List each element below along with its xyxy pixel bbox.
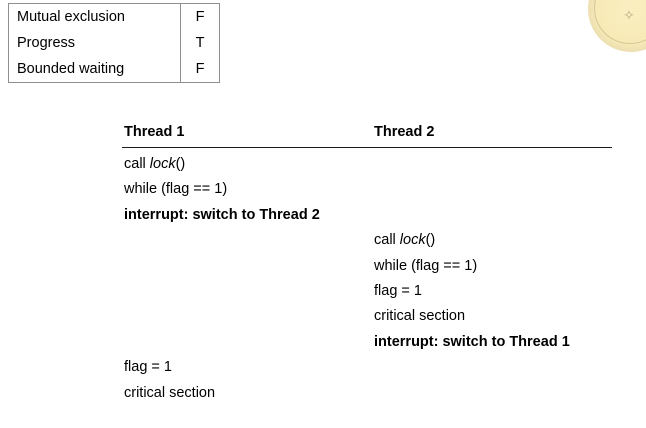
trace-row: critical section (122, 306, 612, 331)
property-value: F (195, 60, 205, 77)
property-value: F (195, 8, 205, 25)
trace-row: flag = 1 (122, 357, 612, 382)
trace-row: interrupt: switch to Thread 2 (122, 205, 612, 230)
properties-row: Mutual exclusion F (9, 4, 219, 30)
properties-row: Progress T (9, 30, 219, 56)
trace-cell-thread2: while (flag == 1) (374, 257, 478, 274)
properties-row: Bounded waiting F (9, 56, 219, 82)
trace-body: call lock()while (flag == 1)interrupt: s… (122, 148, 612, 408)
trace-cell-thread2: interrupt: switch to Thread 1 (374, 333, 570, 350)
trace-cell-thread1: critical section (124, 384, 216, 401)
column-header-thread1: Thread 1 (124, 124, 185, 140)
trace-cell-thread2: call lock() (374, 230, 435, 251)
seal-emblem-icon: ✧ (623, 9, 635, 24)
thread-trace-table: Thread 1 Thread 2 call lock()while (flag… (122, 122, 612, 408)
trace-cell-thread1: call lock() (124, 154, 185, 175)
trace-cell-thread1: flag = 1 (124, 359, 172, 376)
trace-cell-thread2: critical section (374, 308, 466, 325)
property-label: Progress (9, 30, 181, 56)
column-header-thread2: Thread 2 (374, 124, 435, 140)
trace-text: call (374, 232, 400, 249)
trace-function-name: lock (399, 232, 426, 249)
trace-row: while (flag == 1) (122, 256, 612, 281)
trace-cell-thread1: while (flag == 1) (124, 181, 228, 198)
trace-function-name: lock (149, 156, 176, 172)
trace-header-row: Thread 1 Thread 2 (122, 122, 612, 148)
trace-row: critical section (122, 383, 612, 408)
trace-text: () (425, 232, 436, 249)
corner-seal-watermark: ✧ (588, 0, 646, 52)
property-label: Bounded waiting (9, 56, 181, 82)
trace-row: call lock() (122, 154, 612, 179)
trace-text: () (175, 156, 186, 172)
trace-row: call lock() (122, 230, 612, 255)
trace-cell-thread1: interrupt: switch to Thread 2 (124, 206, 320, 223)
property-label: Mutual exclusion (9, 4, 181, 30)
trace-cell-thread2: flag = 1 (374, 282, 422, 299)
trace-text: call (124, 156, 150, 172)
property-value: T (195, 34, 205, 51)
trace-row: while (flag == 1) (122, 179, 612, 204)
trace-row: interrupt: switch to Thread 1 (122, 332, 612, 357)
trace-row: flag = 1 (122, 281, 612, 306)
